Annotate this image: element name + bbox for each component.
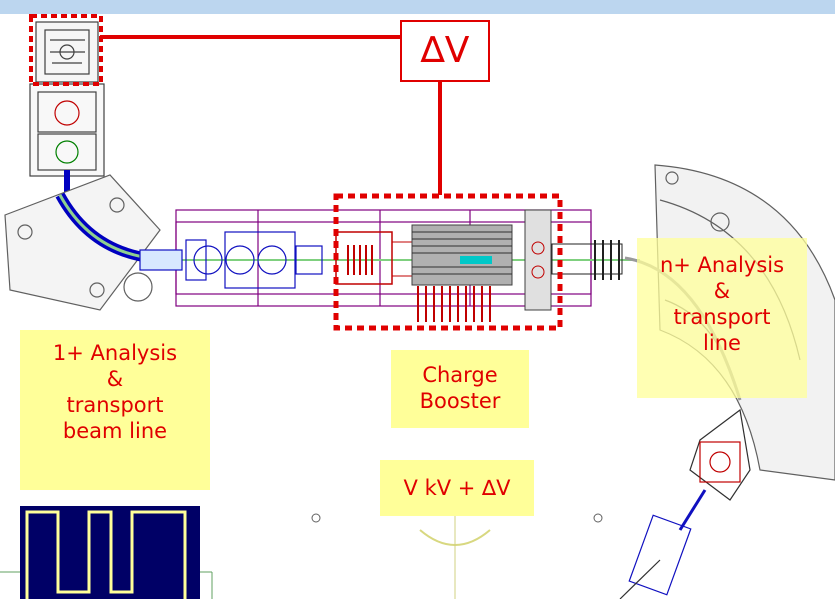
extraction-line — [619, 408, 751, 599]
bottom-center-marks — [311, 500, 603, 599]
second-analysis-label: n+ Analysis & transport line — [637, 238, 807, 398]
voltage-wiring — [100, 35, 442, 195]
second-analysis-line-1: n+ Analysis — [659, 253, 785, 277]
transport-elements — [139, 231, 323, 289]
first-analysis-line-1: 1+ Analysis — [52, 341, 178, 365]
second-analysis-line-2: & — [713, 279, 731, 303]
charge-booster-line-1: Charge — [422, 363, 498, 387]
first-analysis-label: 1+ Analysis & transport beam line — [20, 330, 210, 490]
pulse-waveform-panel — [0, 506, 213, 599]
charge-booster-line-2: Booster — [419, 389, 501, 413]
voltage-text: V kV + ∆V — [403, 476, 511, 500]
charge-booster-label: Charge Booster — [391, 350, 529, 428]
first-dipole-magnet — [4, 174, 161, 311]
charge-booster-highlight — [333, 193, 563, 331]
first-analysis-line-3: transport — [66, 393, 164, 417]
second-analysis-line-3: transport — [673, 305, 771, 329]
top-band — [0, 0, 835, 14]
delta-v-text: ∆V — [420, 30, 470, 71]
second-analysis-line-4: line — [703, 331, 741, 355]
delta-v-box: ∆V — [400, 20, 490, 82]
voltage-label: V kV + ∆V — [380, 460, 534, 516]
first-analysis-line-2: & — [106, 367, 124, 391]
ion-source-highlight — [29, 14, 103, 86]
first-analysis-line-4: beam line — [62, 419, 168, 443]
ion-source — [29, 21, 105, 200]
charge-booster-assembly — [335, 209, 623, 322]
